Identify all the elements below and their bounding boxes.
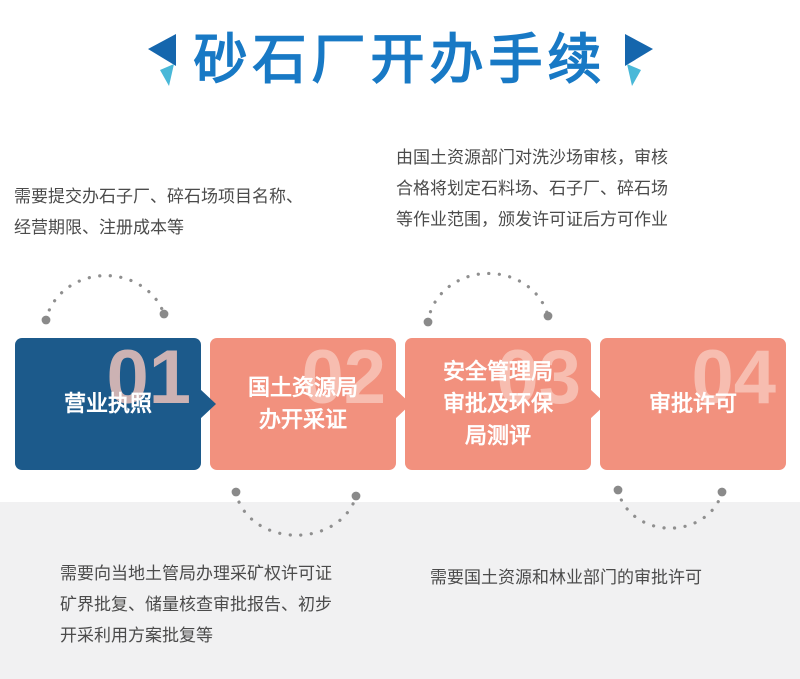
note-line: 等作业范围，颁发许可证后方可作业 bbox=[396, 210, 668, 229]
arrow-right-icon bbox=[200, 389, 216, 419]
step-label: 营业执照 bbox=[63, 391, 152, 416]
connector-arc-top-right bbox=[426, 271, 550, 324]
step-mining-permit: 02 国土资源局 办开采证 bbox=[210, 338, 411, 470]
title-row: 砂石厂开办手续 bbox=[0, 22, 800, 98]
connector-arc-top-left bbox=[44, 274, 166, 322]
step-label: 国土资源局 办开采证 bbox=[247, 375, 358, 432]
note-bottom-left: 需要向当地土管局办理采矿权许可证 矿界批复、储量核查审批报告、初步 开采利用方案… bbox=[60, 558, 420, 651]
step-business-license: 01 营业执照 bbox=[15, 338, 216, 470]
process-steps: 01 营业执照 02 国土资源局 办开采证 03 安全管理局 审批及环保 局测评 bbox=[15, 338, 786, 470]
title-left-ornament-icon bbox=[140, 30, 180, 90]
note-line: 需要国土资源和林业部门的审批许可 bbox=[430, 568, 702, 587]
arrow-right-icon bbox=[395, 389, 411, 419]
step-approval: 04 审批许可 bbox=[600, 338, 786, 470]
step-safety-environment: 03 安全管理局 审批及环保 局测评 bbox=[405, 338, 606, 470]
note-line: 需要提交办石子厂、碎石场项目名称、 bbox=[14, 187, 303, 206]
note-bottom-right: 需要国土资源和林业部门的审批许可 bbox=[430, 562, 780, 593]
arrow-right-icon bbox=[590, 389, 606, 419]
page-title: 砂石厂开办手续 bbox=[193, 30, 607, 90]
note-line: 由国土资源部门对洗沙场审核，审核 bbox=[396, 148, 668, 167]
step-label: 安全管理局 审批及环保 局测评 bbox=[442, 359, 553, 448]
note-top-right: 由国土资源部门对洗沙场审核，审核 合格将划定石料场、石子厂、碎石场 等作业范围，… bbox=[396, 142, 766, 235]
note-line: 需要向当地土管局办理采矿权许可证 bbox=[60, 564, 332, 583]
note-line: 开采利用方案批复等 bbox=[60, 626, 213, 645]
note-line: 经营期限、注册成本等 bbox=[14, 218, 184, 237]
note-line: 合格将划定石料场、石子厂、碎石场 bbox=[396, 179, 668, 198]
step-label: 审批许可 bbox=[648, 391, 737, 416]
title-right-ornament-icon bbox=[621, 30, 661, 90]
bottom-background-band bbox=[0, 502, 800, 679]
note-line: 矿界批复、储量核查审批报告、初步 bbox=[60, 595, 332, 614]
note-top-left: 需要提交办石子厂、碎石场项目名称、 经营期限、注册成本等 bbox=[14, 181, 384, 243]
